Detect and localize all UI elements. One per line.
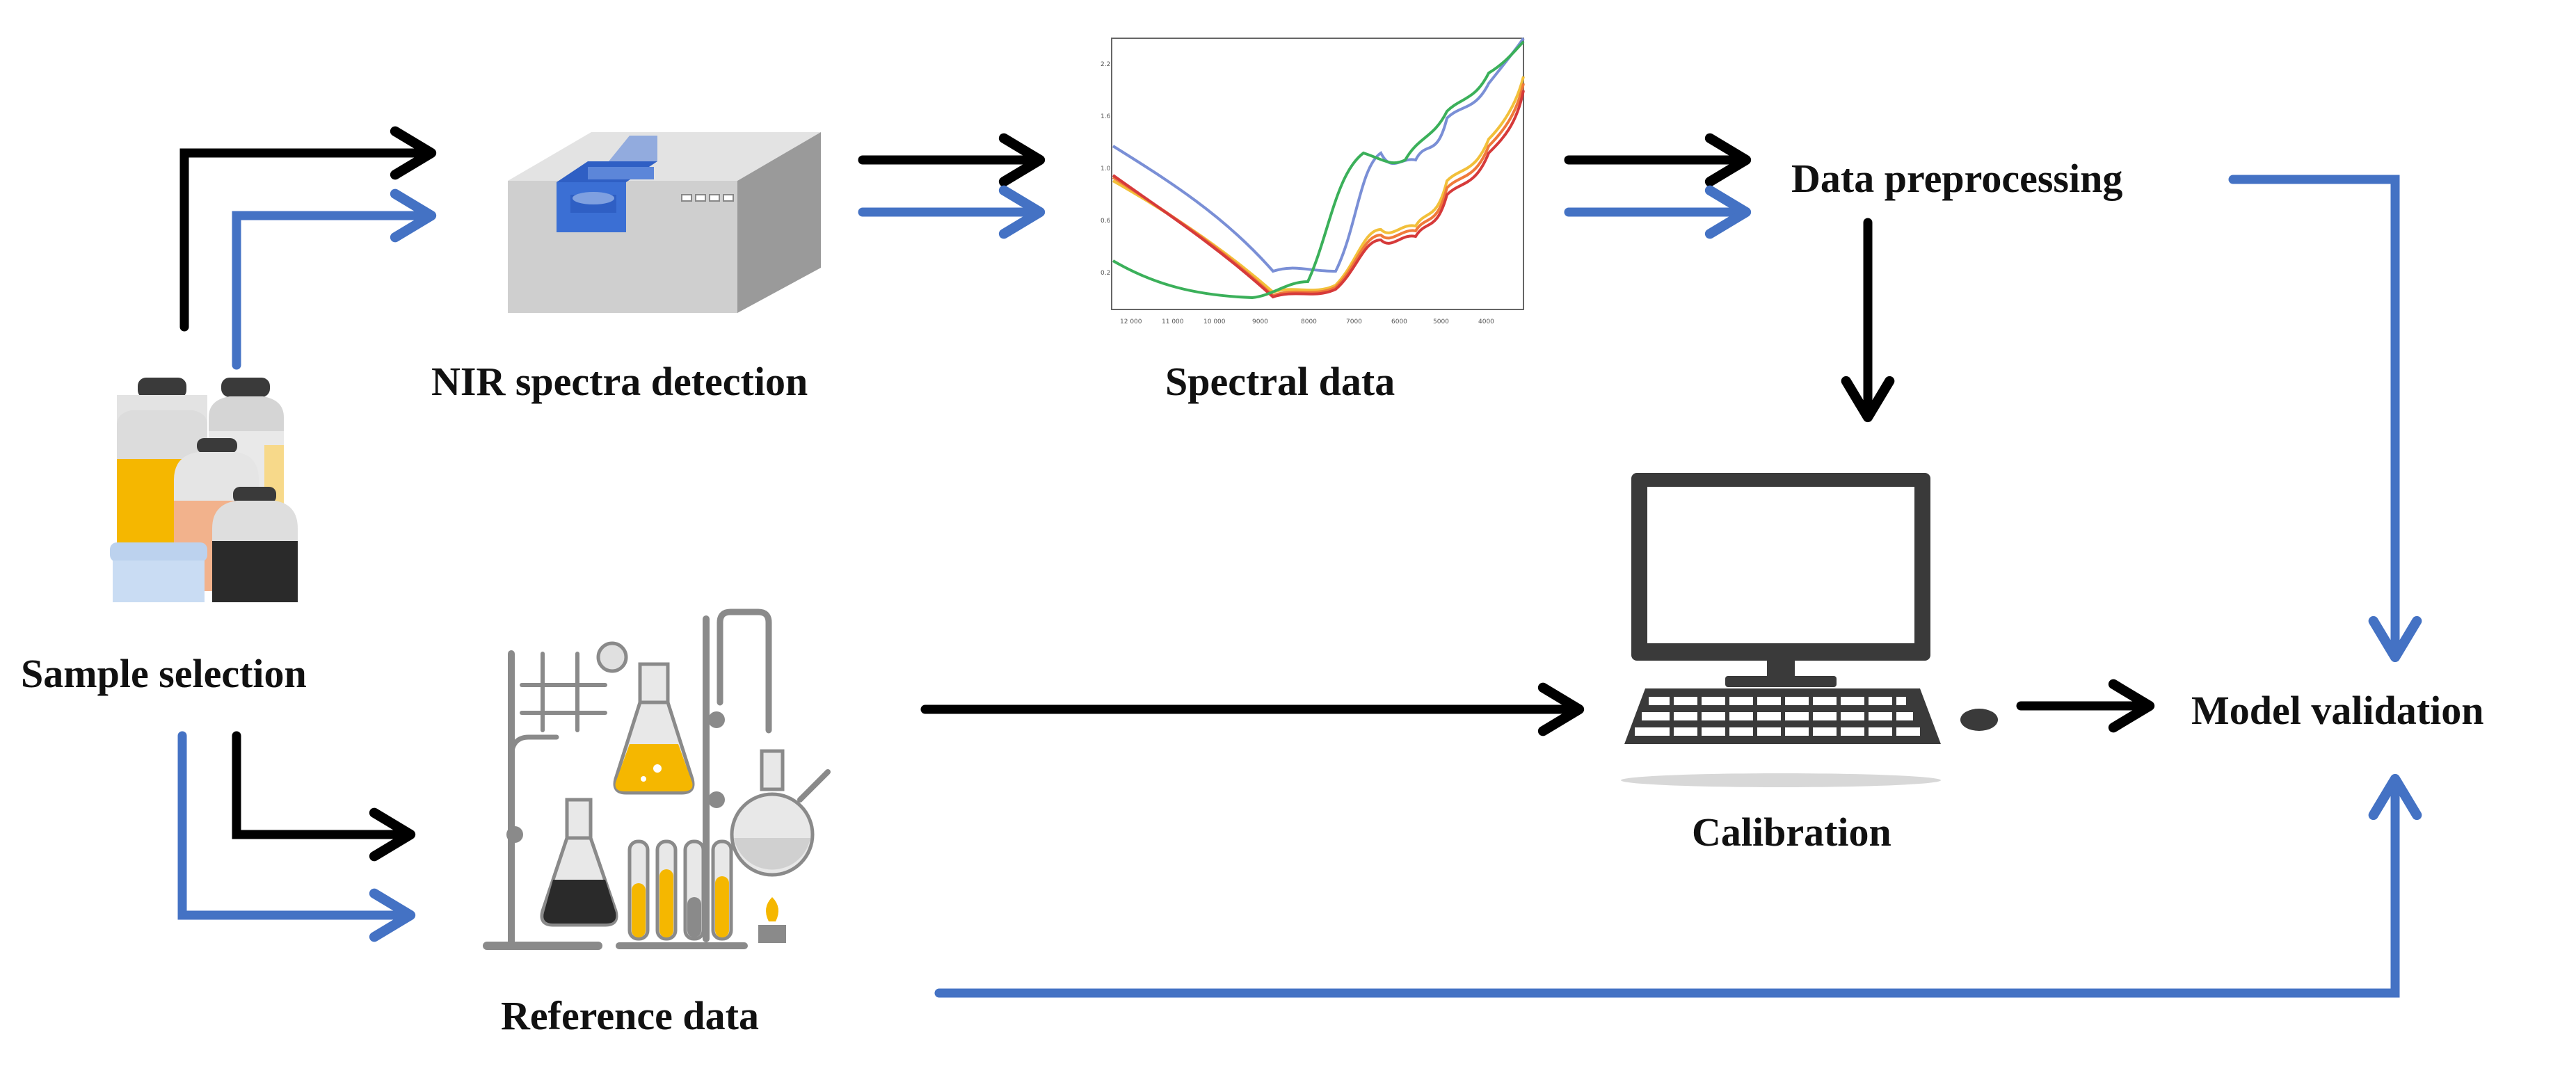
lab-glassware-icon — [483, 608, 831, 950]
arrow-sample-to-nir-black — [179, 126, 437, 332]
svg-text:9000: 9000 — [1252, 319, 1268, 325]
svg-text:2.2: 2.2 — [1101, 61, 1110, 68]
svg-text:0.2: 0.2 — [1101, 270, 1110, 277]
bottles-icon — [110, 378, 298, 602]
svg-text:0.6: 0.6 — [1101, 218, 1111, 225]
svg-text:11 000: 11 000 — [1162, 319, 1184, 325]
arrow-sample-to-nir-blue — [232, 188, 437, 370]
arrow-sample-to-reference-blue — [177, 731, 416, 942]
svg-text:6000: 6000 — [1391, 319, 1407, 325]
arrow-preprocessing-to-validation — [2228, 175, 2422, 663]
model-validation-label: Model validation — [2191, 688, 2484, 733]
svg-text:5000: 5000 — [1433, 319, 1449, 325]
nir-spectrometer-icon — [508, 132, 821, 313]
spectral-data-label: Spectral data — [1165, 359, 1395, 404]
computer-icon — [1621, 473, 1998, 787]
nir-detection-label: NIR spectra detection — [431, 359, 808, 404]
spectrum-chart-icon: 2.2 1.6 1.0 0.6 0.2 12 000 11 000 10 000… — [1101, 37, 1525, 325]
sample-selection-label: Sample selection — [21, 651, 307, 696]
svg-text:1.6: 1.6 — [1101, 113, 1111, 120]
reference-data-label: Reference data — [501, 993, 759, 1038]
svg-text:8000: 8000 — [1301, 319, 1317, 325]
arrow-reference-to-validation — [934, 773, 2422, 998]
svg-text:1.0: 1.0 — [1101, 166, 1111, 172]
data-preprocessing-label: Data preprocessing — [1791, 156, 2123, 201]
calibration-label: Calibration — [1692, 809, 1891, 855]
arrow-sample-to-reference-black — [232, 731, 416, 862]
svg-text:12 000: 12 000 — [1120, 319, 1142, 325]
svg-text:4000: 4000 — [1478, 319, 1494, 325]
svg-text:7000: 7000 — [1346, 319, 1362, 325]
svg-text:10 000: 10 000 — [1203, 319, 1226, 325]
